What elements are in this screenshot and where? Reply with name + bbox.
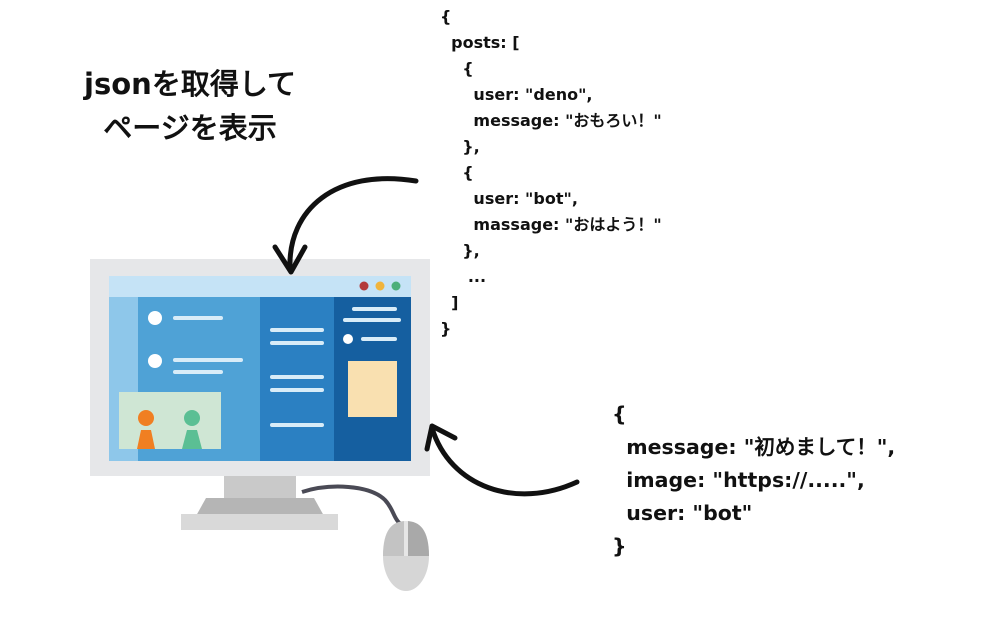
code-line: },: [440, 137, 480, 156]
avatar-icon: [148, 354, 162, 368]
monitor-base: [181, 514, 338, 530]
code-line: ...: [440, 267, 487, 286]
code-line: {: [440, 163, 474, 182]
text-line: [173, 316, 223, 320]
code-line: user: "bot",: [440, 189, 578, 208]
curved-arrow-icon: [272, 176, 419, 275]
code-line: posts: [: [440, 33, 520, 52]
text-line: [343, 318, 401, 322]
text-line: [361, 337, 397, 341]
person-green-icon: [182, 410, 202, 449]
note-card: [348, 361, 397, 417]
text-line: [270, 328, 324, 332]
caption: jsonを取得して ページを表示: [50, 62, 330, 150]
text-line: [173, 358, 243, 362]
avatar-icon: [148, 311, 162, 325]
monitor-neck: [224, 476, 296, 498]
caption-line: jsonを取得して: [84, 67, 296, 101]
mouse-cable: [301, 484, 408, 530]
code-line: ]: [440, 293, 459, 312]
code-line: {: [440, 7, 452, 26]
posts-json-block: { posts: [ { user: "deno", message: "おもろ…: [440, 4, 662, 342]
text-line: [352, 307, 397, 311]
minimize-dot-icon: [375, 281, 385, 291]
caption-line: ページを表示: [103, 111, 277, 145]
computer-mouse-icon: [383, 521, 429, 591]
code-line: image: "https://.....",: [612, 468, 865, 492]
text-line: [270, 375, 324, 379]
text-line: [173, 370, 223, 374]
code-line: }: [440, 319, 452, 338]
code-line: }: [612, 534, 627, 558]
code-line: user: "deno",: [440, 85, 593, 104]
code-line: {: [612, 402, 627, 426]
text-line: [270, 423, 324, 427]
code-line: },: [440, 241, 480, 260]
code-line: user: "bot": [612, 501, 753, 525]
code-line: massage: "おはよう！": [440, 215, 662, 234]
person-orange-icon: [137, 410, 155, 449]
monitor-stand: [196, 498, 324, 516]
text-line: [270, 341, 324, 345]
window-titlebar: [109, 276, 411, 297]
code-line: message: "おもろい！": [440, 111, 662, 130]
close-dot-icon: [359, 281, 369, 291]
code-line: message: "初めまして！",: [612, 435, 896, 459]
text-line: [270, 388, 324, 392]
desktop-monitor-icon: [90, 259, 430, 530]
curved-arrow-icon: [424, 423, 580, 497]
code-line: {: [440, 59, 474, 78]
maximize-dot-icon: [391, 281, 401, 291]
message-json-block: { message: "初めまして！", image: "https://...…: [612, 398, 895, 563]
avatar-icon: [343, 334, 353, 344]
image-card: [119, 392, 221, 449]
